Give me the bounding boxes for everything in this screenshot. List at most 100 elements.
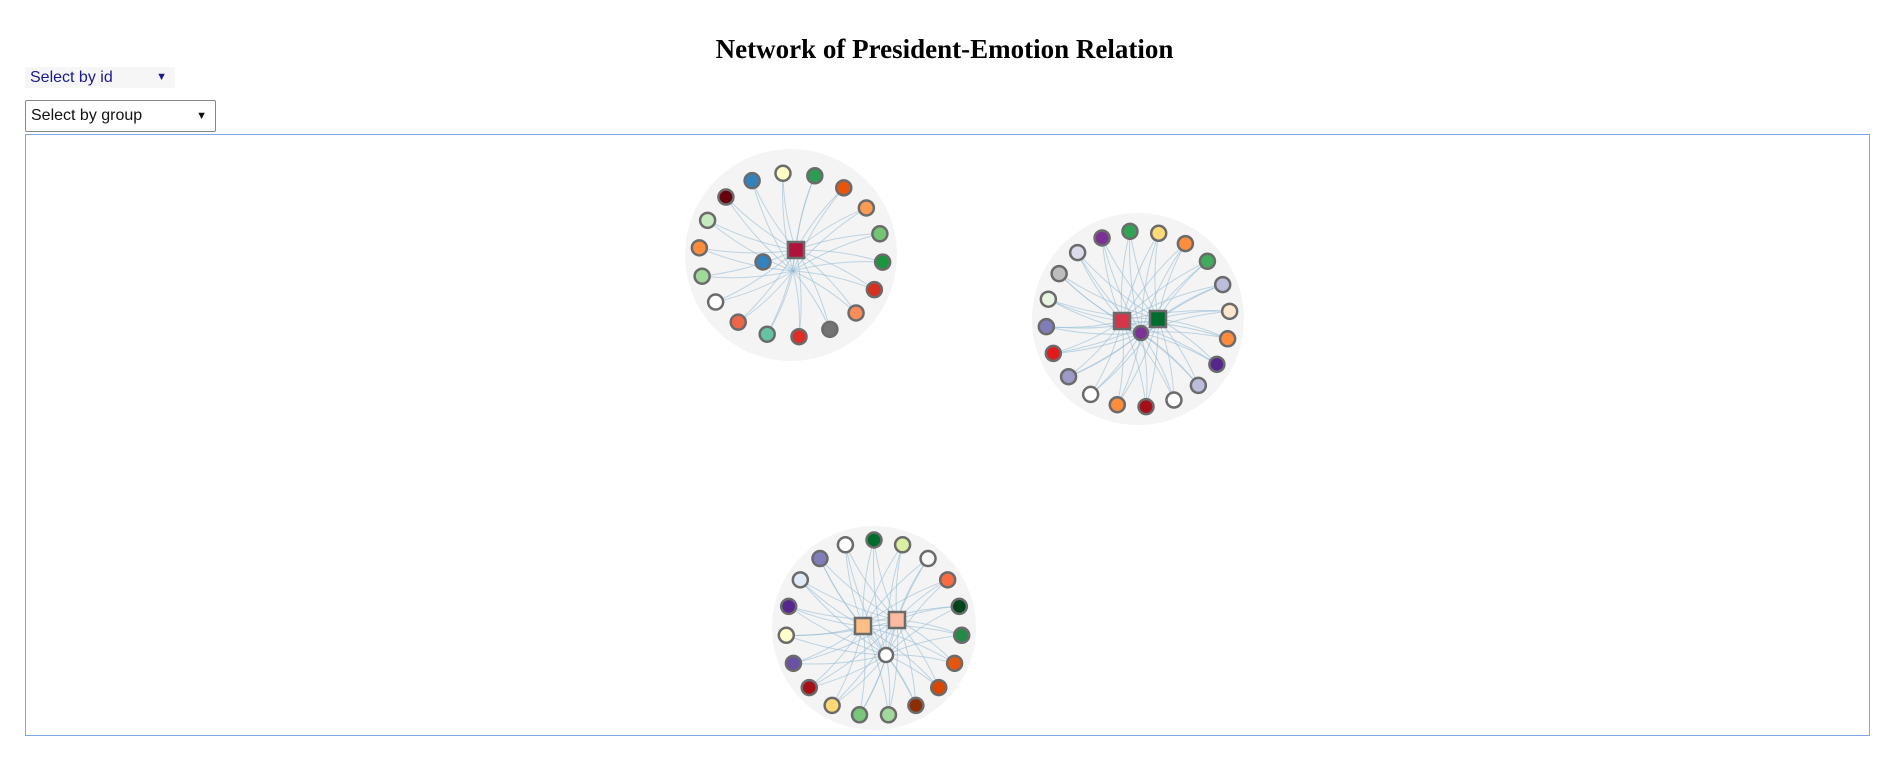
relation-edge: [1048, 298, 1159, 320]
relation-edge: [1121, 232, 1160, 322]
chevron-down-icon: ▼: [156, 71, 167, 83]
emotion-node[interactable]: [1165, 391, 1183, 409]
emotion-node[interactable]: [1081, 385, 1100, 404]
emotion-node[interactable]: [1050, 264, 1068, 283]
emotion-node[interactable]: [850, 706, 869, 724]
emotion-node[interactable]: [1198, 252, 1217, 271]
relation-edge: [788, 605, 898, 621]
relation-edge: [786, 634, 887, 656]
emotion-node[interactable]: [823, 696, 841, 715]
relation-edge: [1053, 318, 1159, 354]
emotion-node[interactable]: [806, 167, 824, 185]
emotion-node[interactable]: [774, 164, 792, 183]
relation-edge: [793, 619, 898, 664]
emotion-node[interactable]: [821, 320, 839, 339]
president-node[interactable]: [1112, 311, 1132, 331]
emotion-node[interactable]: [729, 313, 747, 331]
emotion-node[interactable]: [1108, 395, 1127, 414]
emotion-node[interactable]: [919, 549, 937, 568]
select-by-group-label: Select by group: [31, 107, 143, 124]
emotion-node[interactable]: [1137, 397, 1155, 416]
relation-edge: [799, 579, 887, 656]
president-node[interactable]: [853, 616, 873, 636]
emotion-node[interactable]: [1208, 355, 1226, 374]
emotion-node[interactable]: [857, 199, 876, 217]
relation-edge: [819, 558, 887, 656]
emotion-node[interactable]: [800, 678, 819, 697]
emotion-node[interactable]: [1220, 302, 1239, 321]
emotion-node[interactable]: [945, 654, 964, 673]
emotion-node[interactable]: [879, 706, 898, 724]
relation-edge: [1101, 237, 1142, 334]
emotion-node[interactable]: [907, 696, 925, 715]
relation-edge: [1129, 231, 1142, 334]
cluster-shadow: [772, 526, 976, 730]
emotion-node[interactable]: [706, 293, 725, 311]
emotion-node[interactable]: [950, 597, 969, 616]
emotion-node[interactable]: [1218, 330, 1237, 348]
emotion-node[interactable]: [873, 253, 892, 271]
relation-edge: [1058, 273, 1142, 334]
emotion-node[interactable]: [893, 536, 912, 554]
emotion-node[interactable]: [865, 280, 884, 299]
relation-edge: [1053, 332, 1142, 354]
emotion-node[interactable]: [836, 536, 855, 554]
emotion-node[interactable]: [1176, 234, 1195, 253]
relation-edge: [792, 233, 880, 272]
emotion-node[interactable]: [791, 571, 810, 589]
emotion-node[interactable]: [743, 171, 761, 190]
relation-edge: [1077, 252, 1142, 334]
emotion-node[interactable]: [847, 304, 865, 322]
relation-edge: [1140, 331, 1228, 340]
network-cluster: [1032, 213, 1244, 425]
president-node[interactable]: [887, 610, 907, 630]
chevron-down-icon: ▼: [196, 110, 207, 122]
relation-edge: [800, 579, 898, 621]
emotion-node[interactable]: [779, 597, 798, 616]
emotion-node[interactable]: [777, 626, 796, 645]
emotion-node[interactable]: [754, 253, 772, 271]
emotion-node[interactable]: [1213, 275, 1232, 294]
relation-edge: [885, 544, 904, 656]
emotion-node[interactable]: [1059, 367, 1078, 386]
relation-edge: [887, 619, 899, 715]
emotion-node[interactable]: [698, 211, 717, 230]
emotion-node[interactable]: [865, 531, 883, 549]
emotion-node[interactable]: [784, 654, 803, 673]
relation-edge: [792, 207, 867, 272]
emotion-node[interactable]: [1149, 224, 1168, 243]
emotion-node[interactable]: [758, 325, 776, 343]
president-node[interactable]: [786, 240, 806, 260]
relation-edge: [885, 579, 949, 656]
network-canvas[interactable]: [25, 134, 1870, 736]
emotion-node[interactable]: [790, 327, 808, 346]
emotion-node[interactable]: [938, 571, 957, 589]
emotion-node[interactable]: [835, 179, 853, 197]
relation-edge: [1058, 273, 1159, 320]
emotion-node[interactable]: [811, 549, 829, 568]
emotion-node[interactable]: [952, 626, 971, 645]
select-by-group-dropdown[interactable]: Select by group ▼: [25, 100, 216, 132]
network-graph[interactable]: [26, 135, 1869, 735]
emotion-node[interactable]: [1044, 344, 1063, 363]
president-node[interactable]: [1148, 309, 1168, 329]
emotion-node[interactable]: [929, 678, 948, 697]
emotion-node[interactable]: [871, 225, 889, 243]
emotion-node[interactable]: [1132, 324, 1150, 342]
emotion-node[interactable]: [1039, 290, 1058, 308]
emotion-node[interactable]: [1189, 376, 1208, 395]
emotion-node[interactable]: [1093, 229, 1111, 247]
relation-edge: [751, 180, 794, 272]
emotion-node[interactable]: [1037, 317, 1056, 336]
relation-edge: [1046, 318, 1159, 329]
emotion-node[interactable]: [693, 267, 711, 285]
emotion-node[interactable]: [690, 239, 709, 257]
relation-edge: [1140, 243, 1186, 334]
emotion-node[interactable]: [1068, 243, 1087, 262]
emotion-node[interactable]: [1121, 222, 1139, 241]
relation-edge: [1048, 298, 1142, 334]
emotion-node[interactable]: [717, 188, 735, 206]
relation-edge: [788, 605, 887, 656]
emotion-node[interactable]: [877, 646, 895, 664]
select-by-id-dropdown[interactable]: Select by id ▼: [25, 67, 175, 88]
